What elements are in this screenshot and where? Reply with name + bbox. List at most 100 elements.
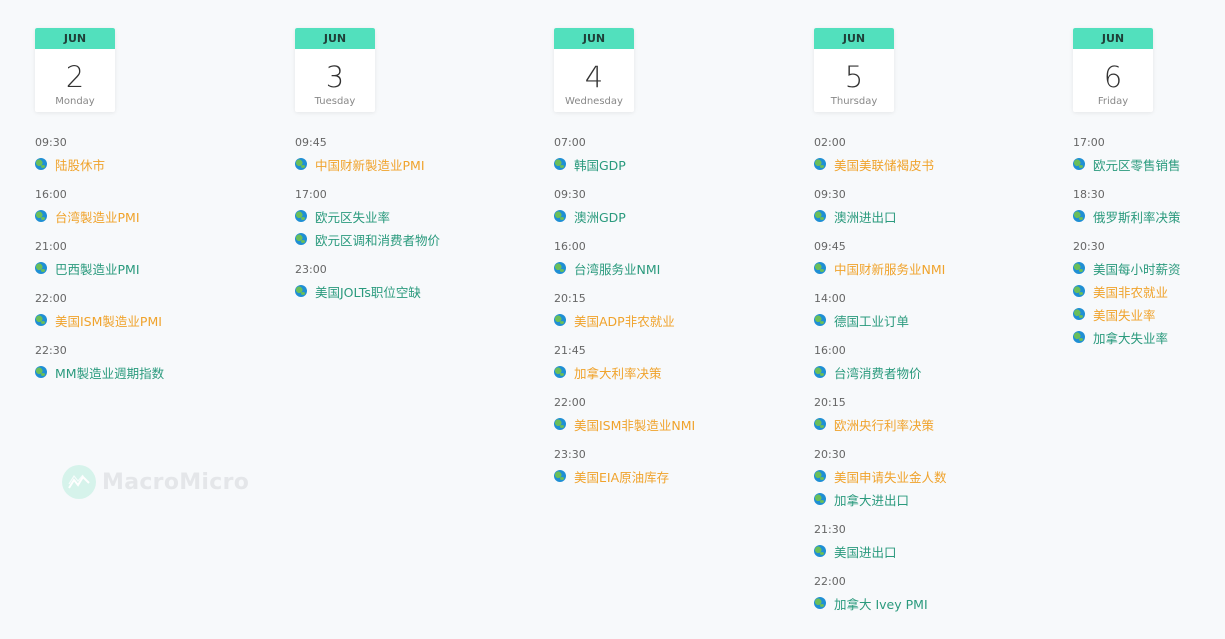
time-slot: 21:45 加拿大利率决策 — [554, 344, 804, 382]
event-label: 加拿大失业率 — [1093, 330, 1169, 346]
event-time: 23:30 — [554, 448, 586, 461]
event-label: 陆股休市 — [55, 157, 106, 173]
globe-icon — [1073, 158, 1085, 170]
event-label: 中国财新服务业NMI — [834, 261, 946, 277]
event-label: 加拿大 Ivey PMI — [834, 596, 928, 612]
event-time: 17:00 — [295, 188, 327, 201]
globe-icon — [295, 233, 307, 245]
event-item[interactable]: 美国失业率 — [1073, 304, 1225, 324]
event-label: 美国每小时薪资 — [1093, 261, 1181, 277]
event-label: 美国失业率 — [1093, 307, 1156, 323]
event-item[interactable]: 巴西製造业PMI — [35, 258, 285, 278]
event-item[interactable]: 韩国GDP — [554, 154, 804, 174]
event-time: 21:45 — [554, 344, 586, 357]
event-item[interactable]: 台湾製造业PMI — [35, 206, 285, 226]
globe-icon — [1073, 331, 1085, 343]
event-item[interactable]: 中国财新服务业NMI — [814, 258, 1064, 278]
event-item[interactable]: 美国每小时薪资 — [1073, 258, 1225, 278]
event-time: 20:30 — [1073, 240, 1105, 253]
event-label: 美国ADP非农就业 — [574, 313, 675, 329]
date-card-month: JUN — [35, 28, 115, 49]
event-item[interactable]: 加拿大 Ivey PMI — [814, 593, 1064, 613]
event-item[interactable]: 美国ISM製造业PMI — [35, 310, 285, 330]
event-item[interactable]: 美国JOLTs职位空缺 — [295, 281, 545, 301]
date-card-weekday: Monday — [55, 96, 95, 107]
event-item[interactable]: 澳洲进出口 — [814, 206, 1064, 226]
date-card-day-number: 2 — [65, 60, 85, 94]
time-slot: 23:30 美国EIA原油库存 — [554, 448, 804, 486]
time-slot: 17:00 欧元区失业率欧元区调和消费者物价 — [295, 188, 545, 249]
event-item[interactable]: 台湾服务业NMI — [554, 258, 804, 278]
event-item[interactable]: 美国非农就业 — [1073, 281, 1225, 301]
event-item[interactable]: 俄罗斯利率决策 — [1073, 206, 1225, 226]
date-card-day-number: 4 — [584, 60, 604, 94]
event-time: 23:00 — [295, 263, 327, 276]
event-item[interactable]: MM製造业週期指数 — [35, 362, 285, 382]
event-label: 加拿大进出口 — [834, 492, 910, 508]
event-item[interactable]: 美国美联储褐皮书 — [814, 154, 1064, 174]
event-item[interactable]: 欧元区失业率 — [295, 206, 545, 226]
event-label: 美国EIA原油库存 — [574, 469, 670, 485]
event-time: 18:30 — [1073, 188, 1105, 201]
globe-icon — [554, 314, 566, 326]
globe-icon — [814, 493, 826, 505]
globe-icon — [35, 314, 47, 326]
event-item[interactable]: 中国财新製造业PMI — [295, 154, 545, 174]
date-card-month: JUN — [814, 28, 894, 49]
event-time: 09:45 — [295, 136, 327, 149]
event-label: 巴西製造业PMI — [55, 261, 140, 277]
event-time: 22:00 — [814, 575, 846, 588]
event-item[interactable]: 陆股休市 — [35, 154, 285, 174]
globe-icon — [1073, 285, 1085, 297]
macromicro-watermark: MacroMicro — [62, 465, 249, 499]
event-item[interactable]: 台湾消费者物价 — [814, 362, 1064, 382]
event-item[interactable]: 美国EIA原油库存 — [554, 466, 804, 486]
date-card-day-number: 3 — [325, 60, 345, 94]
time-slot: 23:00 美国JOLTs职位空缺 — [295, 263, 545, 301]
date-card-day-number: 6 — [1103, 60, 1123, 94]
event-item[interactable]: 澳洲GDP — [554, 206, 804, 226]
event-item[interactable]: 加拿大失业率 — [1073, 327, 1225, 347]
macromicro-logo-icon — [62, 465, 96, 499]
globe-icon — [554, 366, 566, 378]
event-time: 21:00 — [35, 240, 67, 253]
event-item[interactable]: 加拿大利率决策 — [554, 362, 804, 382]
event-label: 美国JOLTs职位空缺 — [315, 284, 421, 300]
event-item[interactable]: 美国ISM非製造业NMI — [554, 414, 804, 434]
event-label: 美国美联储褐皮书 — [834, 157, 935, 173]
event-time: 22:30 — [35, 344, 67, 357]
event-item[interactable]: 德国工业订单 — [814, 310, 1064, 330]
globe-icon — [814, 545, 826, 557]
event-item[interactable]: 美国申请失业金人数 — [814, 466, 1064, 486]
event-label: 台湾消费者物价 — [834, 365, 922, 381]
globe-icon — [814, 262, 826, 274]
event-item[interactable]: 美国进出口 — [814, 541, 1064, 561]
event-item[interactable]: 美国ADP非农就业 — [554, 310, 804, 330]
event-time: 22:00 — [554, 396, 586, 409]
event-label: 欧洲央行利率决策 — [834, 417, 935, 433]
event-time: 20:15 — [554, 292, 586, 305]
event-time: 21:30 — [814, 523, 846, 536]
date-card-month: JUN — [295, 28, 375, 49]
event-item[interactable]: 加拿大进出口 — [814, 489, 1064, 509]
globe-icon — [814, 158, 826, 170]
event-item[interactable]: 欧洲央行利率决策 — [814, 414, 1064, 434]
event-item[interactable]: 欧元区零售销售 — [1073, 154, 1225, 174]
event-label: 美国非农就业 — [1093, 284, 1169, 300]
event-label: 台湾製造业PMI — [55, 209, 140, 225]
event-item[interactable]: 欧元区调和消费者物价 — [295, 229, 545, 249]
globe-icon — [814, 470, 826, 482]
